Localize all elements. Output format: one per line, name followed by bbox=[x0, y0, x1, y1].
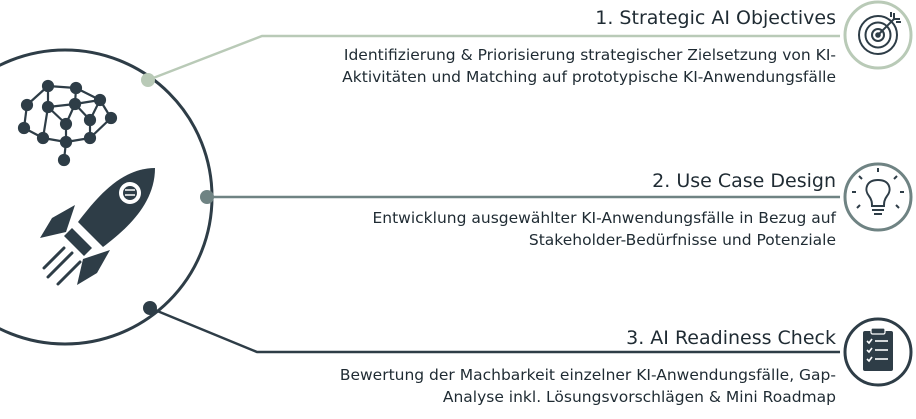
step-1-title: 1. Strategic AI Objectives bbox=[595, 7, 836, 29]
lightbulb-icon bbox=[843, 162, 913, 232]
step-2-title: 2. Use Case Design bbox=[652, 170, 836, 192]
connector-step-3 bbox=[143, 301, 840, 354]
rocket-icon bbox=[40, 168, 155, 286]
step-1-description-line-1: Identifizierung & Priorisierung strategi… bbox=[343, 46, 836, 64]
brain-network-icon bbox=[17, 79, 118, 167]
step-1-description: Identifizierung & Priorisierung strategi… bbox=[342, 44, 836, 88]
checklist-icon bbox=[843, 317, 913, 387]
connector-step-2 bbox=[200, 190, 840, 204]
connector-step-1 bbox=[141, 34, 840, 87]
target-icon bbox=[843, 0, 913, 70]
step-3-description-line-1: Bewertung der Machbarkeit einzelner KI-A… bbox=[339, 366, 836, 384]
step-3-title: 3. AI Readiness Check bbox=[626, 327, 836, 349]
step-3-description-line-2: Analyse inkl. Lösungsvorschlägen & Mini … bbox=[442, 388, 836, 406]
step-2-description-line-2: Stakeholder-Bedürfnisse und Potenziale bbox=[528, 231, 836, 249]
step-1-description-line-2: Aktivitäten und Matching auf prototypisc… bbox=[342, 68, 836, 86]
step-2-description-line-1: Entwicklung ausgewählter KI-Anwendungsfä… bbox=[372, 209, 836, 227]
step-2-description: Entwicklung ausgewählter KI-Anwendungsfä… bbox=[372, 207, 836, 251]
step-3-description: Bewertung der Machbarkeit einzelner KI-A… bbox=[340, 364, 836, 408]
